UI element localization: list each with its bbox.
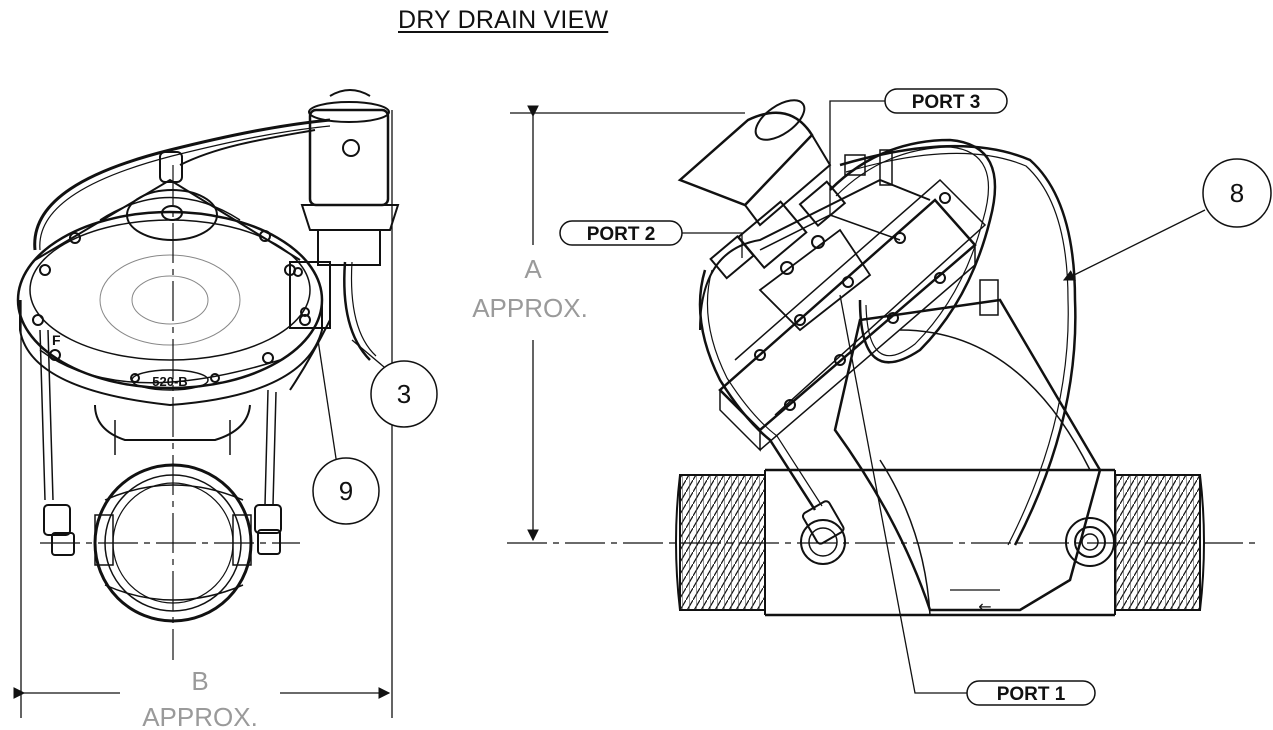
port-3-callout: PORT 3 <box>829 88 1008 215</box>
body-marking: 520-B <box>131 369 209 391</box>
balloon-9: 9 <box>312 339 380 525</box>
svg-text:PORT 3: PORT 3 <box>912 92 981 113</box>
svg-text:F: F <box>52 332 61 348</box>
svg-text:PORT 2: PORT 2 <box>587 224 656 245</box>
dimension-b-letter: B <box>191 666 208 696</box>
front-view <box>16 89 400 623</box>
flange-letter-f: F <box>52 332 61 348</box>
balloon-3: 3 <box>351 339 438 428</box>
dimension-a <box>510 105 745 542</box>
side-view <box>675 99 1205 617</box>
dimension-b-note: APPROX. <box>142 702 258 730</box>
port-2-callout: PORT 2 <box>559 220 743 258</box>
dimension-b <box>13 110 393 718</box>
balloon-8: 8 <box>1062 158 1272 281</box>
view-title: DRY DRAIN VIEW <box>398 6 609 34</box>
svg-text:←: ← <box>978 597 991 616</box>
svg-text:3: 3 <box>397 379 411 409</box>
svg-text:520-B: 520-B <box>152 374 187 389</box>
svg-text:PORT 1: PORT 1 <box>997 684 1066 705</box>
port-1-callout: PORT 1 <box>839 294 1096 706</box>
centerlines-front <box>40 165 300 660</box>
svg-text:9: 9 <box>339 476 353 506</box>
svg-text:8: 8 <box>1230 178 1244 208</box>
dimension-a-note: APPROX. <box>472 293 588 323</box>
flow-arrow: ← <box>978 597 991 616</box>
dimension-a-letter: A <box>524 254 542 284</box>
